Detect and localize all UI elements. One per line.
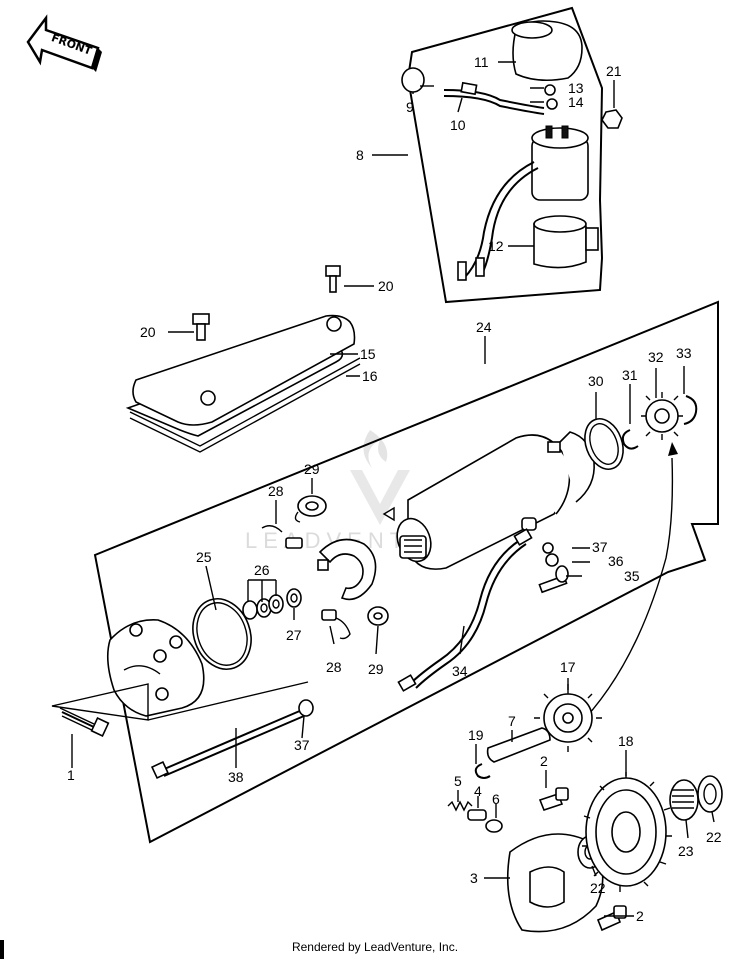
o-ring-30 xyxy=(584,418,624,470)
idler-gear-17 xyxy=(534,684,602,752)
washer-27 xyxy=(286,588,302,608)
relay-group-outline xyxy=(406,6,604,304)
o-ring-25 xyxy=(192,598,252,670)
relay-boot xyxy=(533,215,599,269)
callout-6: 6 xyxy=(492,791,500,807)
brush-upper xyxy=(261,525,303,549)
callout-17: 17 xyxy=(560,659,576,675)
callout-3: 3 xyxy=(470,870,478,886)
callout-2-upper: 2 xyxy=(540,753,548,769)
starter-relay xyxy=(457,125,589,281)
callout-38: 38 xyxy=(228,769,244,785)
callout-26: 26 xyxy=(254,562,270,578)
callout-1: 1 xyxy=(67,767,75,783)
credit-line: Rendered by LeadVenture, Inc. xyxy=(291,940,459,954)
nut-37-lower xyxy=(298,699,314,717)
bolt-2-lower xyxy=(596,905,627,932)
brush-lower xyxy=(321,609,351,640)
starter-cover xyxy=(125,314,361,453)
callout-7: 7 xyxy=(508,713,516,729)
callout-24: 24 xyxy=(476,319,492,335)
callout-16: 16 xyxy=(362,368,378,384)
callout-4: 4 xyxy=(474,783,482,799)
brush-plate xyxy=(317,538,377,601)
front-arrow-icon: FRONT xyxy=(26,14,102,72)
callout-31: 31 xyxy=(622,367,638,383)
callout-9: 9 xyxy=(406,99,414,115)
callout-32: 32 xyxy=(648,349,664,365)
callout-30: 30 xyxy=(588,373,604,389)
callout-20-left: 20 xyxy=(140,324,156,340)
circlip-31 xyxy=(621,429,639,450)
lead-wire-34 xyxy=(397,528,533,692)
relay-cable xyxy=(443,81,545,115)
brush-holder-lower xyxy=(367,606,389,626)
bolt-20-top xyxy=(325,265,341,293)
leader-lines xyxy=(71,61,715,917)
relay-nuts xyxy=(544,84,558,110)
callout-15: 15 xyxy=(360,346,376,362)
callout-11: 11 xyxy=(474,54,489,70)
spring-5 xyxy=(447,800,473,812)
circlip-19 xyxy=(474,763,491,779)
callout-14: 14 xyxy=(568,94,584,110)
callout-34: 34 xyxy=(452,663,468,679)
callout-22-right: 22 xyxy=(706,829,722,845)
terminal-bolt-35 xyxy=(538,565,569,594)
bolt-1 xyxy=(59,707,110,737)
washer-36 xyxy=(545,553,559,567)
starter-motor xyxy=(382,431,595,570)
brush-holder-upper xyxy=(294,495,327,523)
starter-end-cover xyxy=(106,619,205,717)
nut-21 xyxy=(601,109,623,129)
starter-group-outline xyxy=(93,300,719,844)
washer-22-right xyxy=(697,775,723,813)
pin-4 xyxy=(467,809,487,821)
callout-23: 23 xyxy=(678,843,694,859)
circlip-33 xyxy=(683,395,698,425)
callout-28-top: 28 xyxy=(268,483,284,499)
needle-bearing-23 xyxy=(669,779,699,821)
nut-37-upper xyxy=(542,542,554,554)
callout-13: 13 xyxy=(568,80,584,96)
callout-33: 33 xyxy=(676,345,692,361)
callout-37-upper: 37 xyxy=(592,539,608,555)
bolt-leader-triangle xyxy=(51,683,149,721)
callout-36: 36 xyxy=(608,553,624,569)
relay-cover xyxy=(511,20,583,82)
bolt-38 xyxy=(150,709,305,780)
callout-35: 35 xyxy=(624,568,640,584)
roller-6 xyxy=(485,819,503,833)
callout-8: 8 xyxy=(356,147,364,163)
callout-28-bottom: 28 xyxy=(326,659,342,675)
callout-18: 18 xyxy=(618,733,634,749)
assembly-arrow xyxy=(575,457,674,729)
bolt-20-left xyxy=(192,313,210,341)
callout-22-lower: 22 xyxy=(590,880,606,896)
bolt-2-upper xyxy=(538,787,569,811)
washers-26 xyxy=(242,594,284,620)
terminal-cap xyxy=(401,67,434,93)
pinion-gear-32 xyxy=(641,392,683,440)
callout-numbers: 11 9 10 13 14 8 12 21 20 20 15 16 24 30 … xyxy=(67,54,722,924)
callout-37-lower: 37 xyxy=(294,737,310,753)
edge-mark xyxy=(0,940,4,959)
callout-19: 19 xyxy=(468,727,484,743)
callout-27: 27 xyxy=(286,627,302,643)
callout-20-top: 20 xyxy=(378,278,394,294)
callout-2-lower: 2 xyxy=(636,908,644,924)
callout-21: 21 xyxy=(606,63,622,79)
callout-10: 10 xyxy=(450,117,466,133)
callout-5: 5 xyxy=(454,773,462,789)
callout-29-bottom: 29 xyxy=(368,661,384,677)
callout-12: 12 xyxy=(488,238,504,254)
callout-29-top: 29 xyxy=(304,461,320,477)
shaft-7 xyxy=(486,727,551,763)
callout-25: 25 xyxy=(196,549,212,565)
